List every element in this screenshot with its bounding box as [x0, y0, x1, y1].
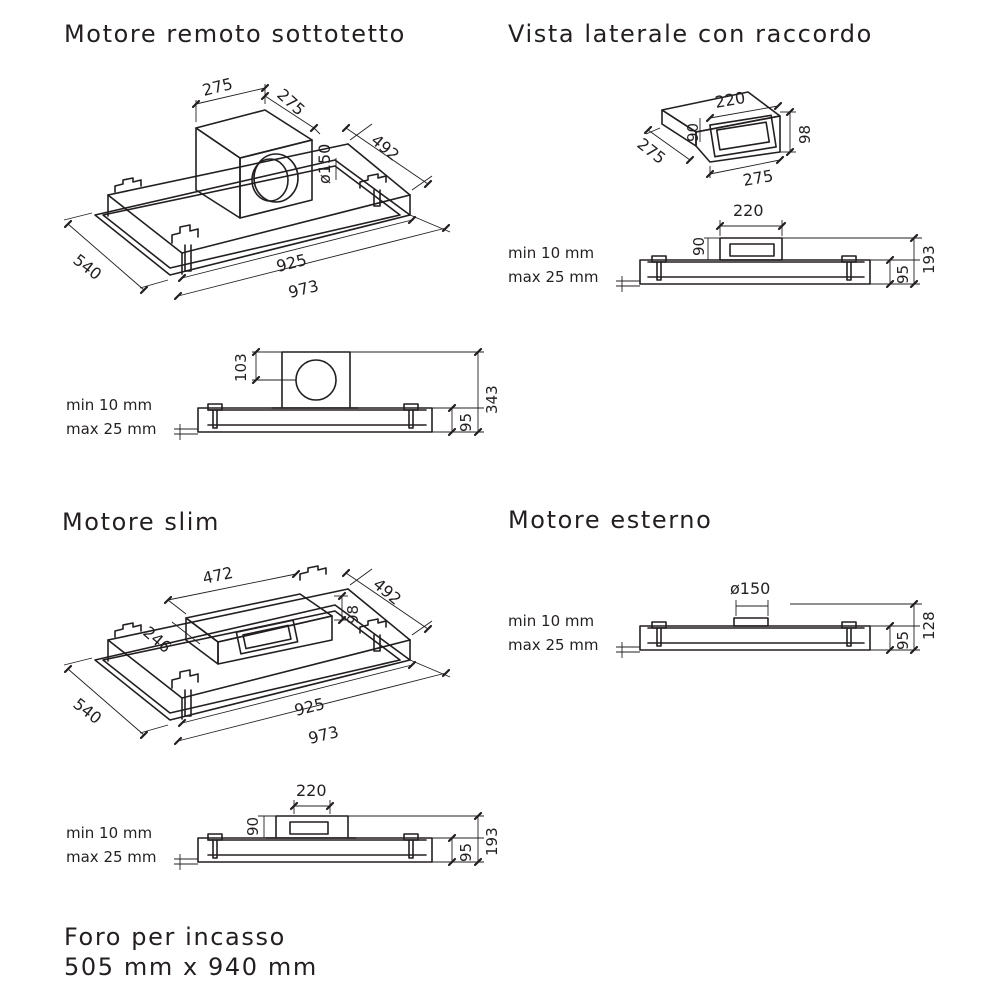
- remote-front-body: [197, 407, 433, 433]
- dim-side-iso-length: 275: [741, 166, 774, 190]
- dim-external-body-height: 95: [894, 631, 912, 650]
- side-front: 220 90 95 193 min 10 mm max 25 mm: [508, 201, 938, 292]
- dim-slim-inner-length: 925: [292, 694, 326, 720]
- hole-line-1: Foro per incasso: [64, 923, 286, 951]
- remote-max-label: max 25 mm: [66, 420, 157, 438]
- slim-min-label: min 10 mm: [66, 824, 152, 842]
- external-max-label: max 25 mm: [508, 636, 599, 654]
- hole-line-2: 505 mm x 940 mm: [64, 953, 318, 981]
- dim-remote-box-height: 103: [232, 353, 250, 382]
- remote-min-label: min 10 mm: [66, 396, 152, 414]
- dim-external-total-height: 128: [920, 611, 938, 640]
- dim-slim-front-duct-width: 220: [296, 781, 327, 800]
- dim-slim-front-total-height: 193: [483, 827, 501, 856]
- title-side-view: Vista laterale con raccordo: [508, 20, 873, 48]
- remote-motor-box: [195, 109, 313, 219]
- external-motor-front: ø150 95 128 min 10 mm max 25 mm: [508, 579, 938, 658]
- title-remote-motor: Motore remoto sottotetto: [64, 20, 406, 48]
- dim-remote-outer-depth: 540: [70, 250, 106, 284]
- side-min-label: min 10 mm: [508, 244, 594, 262]
- dim-side-iso-connector-height: 98: [796, 125, 814, 144]
- dim-side-iso-duct-width: 220: [713, 88, 746, 112]
- dim-side-front-body-height: 95: [894, 265, 912, 284]
- dim-slim-outer-depth: 540: [70, 694, 106, 728]
- dim-side-front-duct-width: 220: [733, 201, 764, 220]
- dim-slim-front-body-height: 95: [457, 843, 475, 862]
- dim-remote-body-height: 95: [457, 413, 475, 432]
- installation-hole-note: Foro per incasso 505 mm x 940 mm: [64, 922, 318, 982]
- dim-remote-total-height: 343: [483, 385, 501, 414]
- dim-remote-inner-depth: 492: [367, 131, 403, 165]
- dim-side-iso-depth: 275: [634, 134, 670, 168]
- remote-motor-front: 103 95 343 min 10 mm max 25 mm: [66, 347, 501, 440]
- side-iso: 220 90 98 275 275: [634, 88, 814, 190]
- title-slim-motor: Motore slim: [62, 508, 221, 536]
- slim-motor-body: [185, 593, 333, 665]
- dim-slim-motor-height: 98: [344, 605, 362, 624]
- external-min-label: min 10 mm: [508, 612, 594, 630]
- dim-remote-inner-length: 925: [274, 250, 308, 276]
- remote-motor-isometric: 275 275 ø150 492 540: [63, 74, 451, 302]
- dim-remote-outer-length: 973: [286, 276, 320, 302]
- dim-external-outlet: ø150: [730, 579, 770, 598]
- dim-slim-outer-length: 973: [306, 722, 340, 748]
- remote-iso-dimensions: 275 275 ø150 492 540: [63, 74, 451, 302]
- dim-slim-motor-length: 472: [201, 563, 235, 588]
- title-external-motor: Motore esterno: [508, 506, 713, 534]
- slim-max-label: max 25 mm: [66, 848, 157, 866]
- remote-frame: [94, 143, 411, 276]
- slim-motor-front: 220 90 95 193 min 10 mm max 25 mm: [66, 781, 501, 870]
- dim-side-front-duct-height: 90: [690, 237, 708, 256]
- dim-slim-front-duct-height: 90: [244, 817, 262, 836]
- dim-remote-outlet: ø150: [315, 144, 334, 184]
- dim-slim-inner-depth: 492: [369, 575, 405, 609]
- slim-motor-isometric: 472 98 246 492 540: [63, 563, 451, 748]
- side-max-label: max 25 mm: [508, 268, 599, 286]
- dim-side-iso-duct-height: 90: [684, 123, 702, 142]
- dim-side-front-total-height: 193: [920, 245, 938, 274]
- dim-remote-box-depth: 275: [273, 85, 308, 120]
- slim-frame: [94, 565, 411, 721]
